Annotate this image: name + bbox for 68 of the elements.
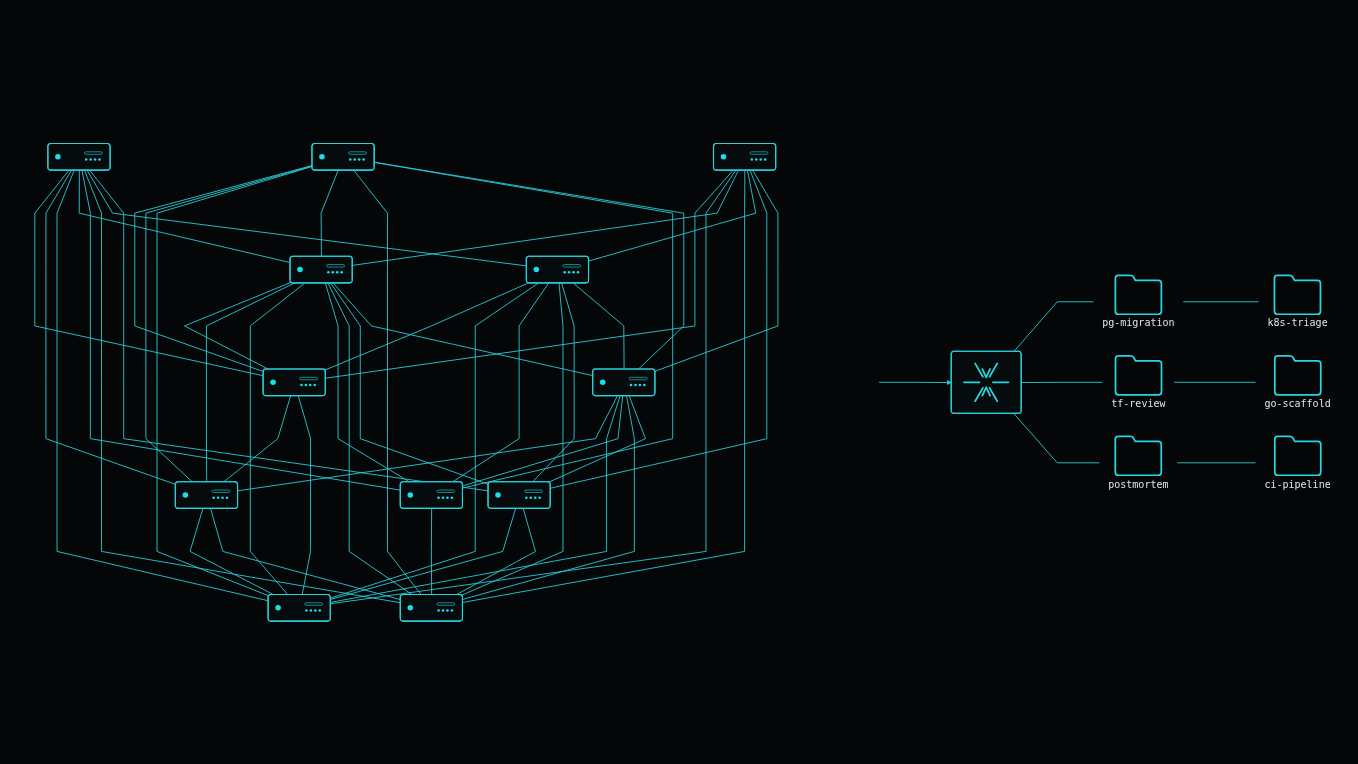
connector-line [1013,412,1100,463]
connector-line [330,282,489,485]
folder-name: k8s-triage [1267,316,1328,329]
connector-line [327,282,413,595]
folder-name: pg-migration [1102,316,1175,329]
connector-line [352,169,739,266]
server-unit [592,368,656,396]
folder-item [1102,272,1175,329]
connector-line [297,395,311,595]
folder-name: go-scaffold [1264,397,1331,409]
connector-line [548,395,646,483]
connector-line [654,169,779,372]
connector-line [156,165,313,597]
connector-line [145,165,313,483]
connector-line [1182,301,1260,302]
connector-line [330,395,621,603]
folder-name: ci-pipeline [1264,477,1331,490]
connector-line [462,395,624,487]
connector-line [462,169,746,603]
server-unit [525,255,590,284]
connector-line [430,507,433,595]
server-unit [399,593,464,622]
connector-line [210,507,401,600]
server-unit [712,142,777,171]
connector-line [330,169,737,604]
connector-line [461,282,564,596]
connector-line [89,169,489,492]
server-unit [399,480,464,509]
server-unit [289,255,353,284]
connector-line [572,282,625,370]
connector-line [206,282,295,483]
connector-line [353,169,422,595]
connector-line [374,161,674,489]
connector-line [462,395,635,600]
server-unit [47,142,111,171]
connector-line [78,169,291,263]
connector-line [84,169,401,603]
connector-line [223,395,292,483]
folder-item [1267,272,1328,329]
connector-line [249,282,306,595]
folder-item [1108,433,1169,490]
connector-line [325,169,734,379]
folder-item [1111,353,1166,409]
folder-item [1264,433,1331,490]
connector-line [550,169,768,489]
folder-item [1264,353,1331,409]
connector-line [374,161,685,370]
connector-line [1013,301,1094,352]
connector-line [330,282,539,599]
connector-line [588,169,757,262]
server-unit [174,480,239,509]
connector-line [237,395,618,491]
server-unit [311,142,375,171]
connector-line [34,169,264,376]
connector-line [320,169,339,257]
folder-name: tf-review [1111,397,1166,409]
connector-line [1176,462,1256,463]
connector-line [81,169,401,491]
server-unit [262,368,326,396]
connector-line [330,507,516,600]
folder-name: postmortem [1108,477,1169,490]
connector-line [1021,381,1103,383]
connector-line [531,282,575,483]
connector-line [324,282,529,371]
connector-line [184,281,292,370]
server-unit [487,480,551,509]
connector-line [56,169,269,601]
connector-line [1173,381,1256,383]
